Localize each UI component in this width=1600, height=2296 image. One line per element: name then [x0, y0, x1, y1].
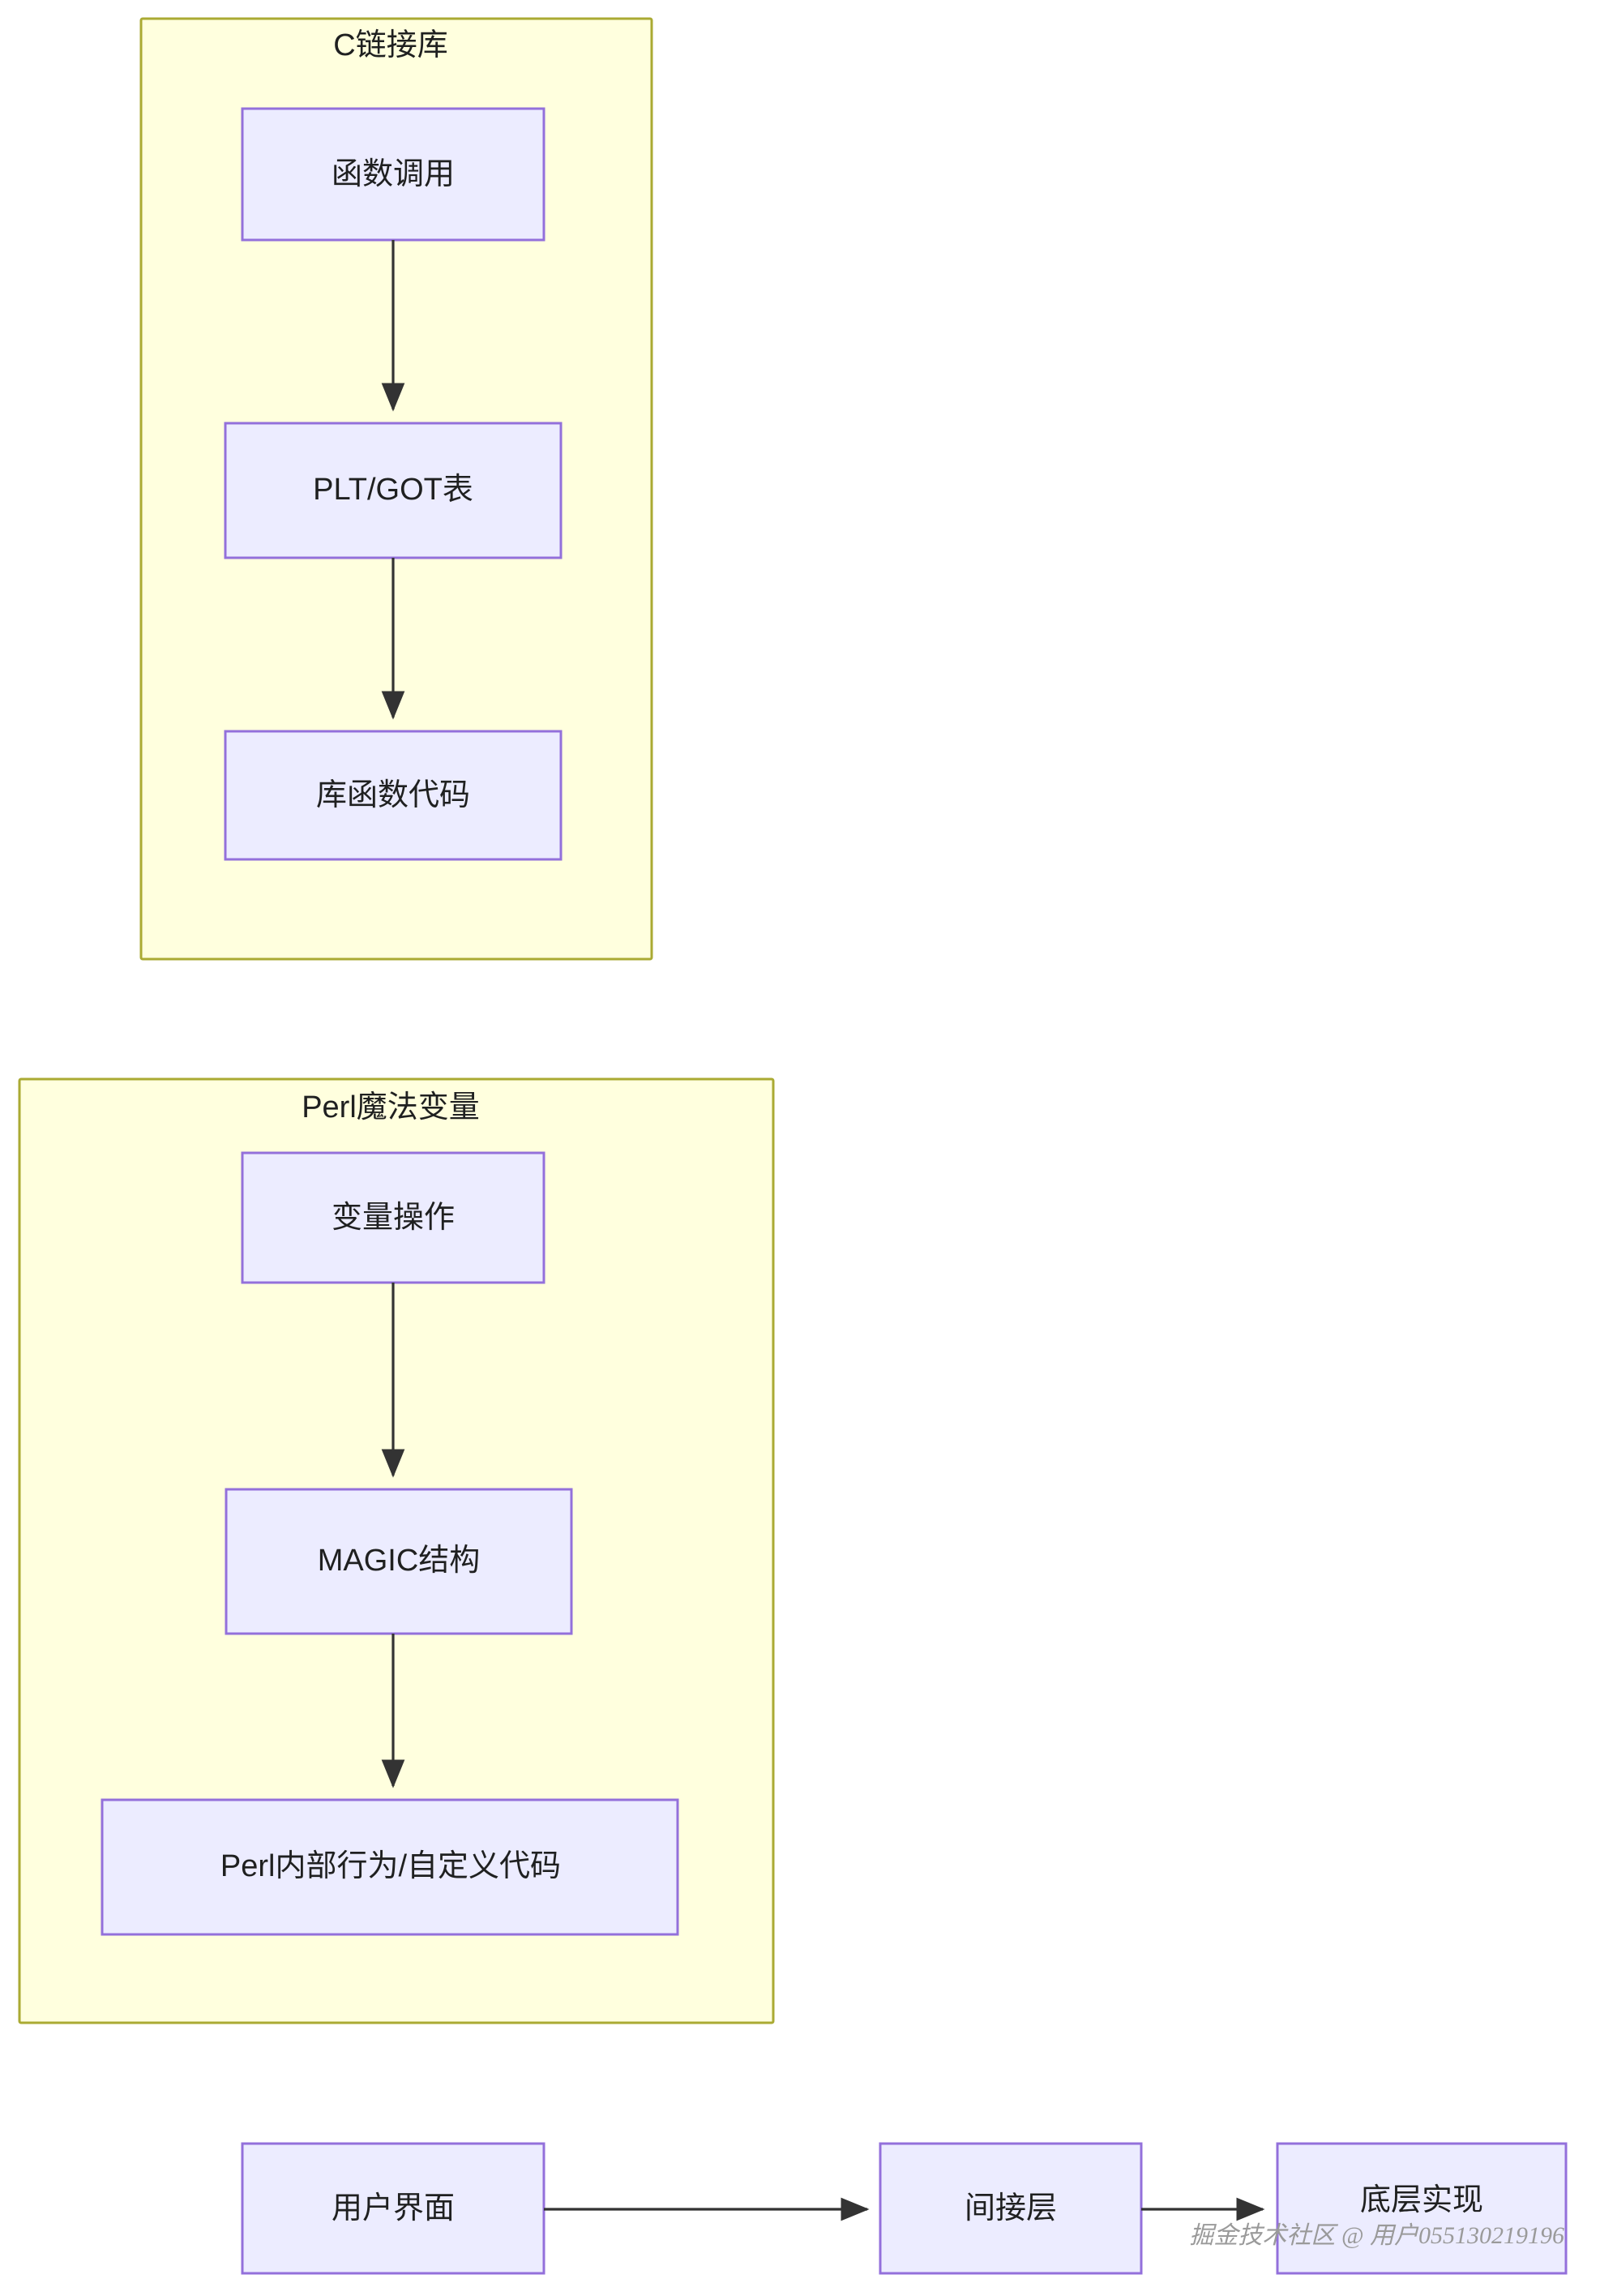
node-underlying-implementation[interactable]: 底层实现: [1276, 2142, 1568, 2275]
node-function-call-label: 函数调用: [332, 157, 455, 191]
node-user-interface[interactable]: 用户界面: [241, 2142, 545, 2275]
node-underlying-implementation-box[interactable]: [1276, 2142, 1568, 2275]
node-indirection-layer[interactable]: 间接层: [879, 2142, 1143, 2275]
cluster-c-link-library: C链接库 函数调用 PLT/GOT表 库函数代码: [139, 17, 653, 961]
node-user-interface-box[interactable]: [241, 2142, 545, 2275]
node-variable-operation[interactable]: 变量操作: [241, 1151, 545, 1284]
cluster-c-link-library-title: C链接库: [333, 28, 447, 62]
node-library-function-code[interactable]: 库函数代码: [224, 730, 563, 861]
node-perl-internal-behavior-box[interactable]: [101, 1798, 679, 1936]
node-variable-operation-label: 变量操作: [332, 1201, 455, 1235]
cluster-perl-magic-variable-title: Perl魔法变量: [302, 1090, 480, 1124]
node-magic-struct-label: MAGIC结构: [318, 1544, 481, 1578]
node-perl-internal-behavior-label: Perl内部行为/自定义代码: [220, 1849, 561, 1883]
node-perl-internal-behavior[interactable]: Perl内部行为/自定义代码: [101, 1798, 679, 1936]
cluster-perl-magic-variable: Perl魔法变量 变量操作 MAGIC结构 Perl内部行为/自定义代码: [18, 1077, 775, 2024]
node-function-call-box[interactable]: [241, 107, 545, 242]
node-plt-got-table-label: PLT/GOT表: [313, 473, 473, 507]
node-magic-struct[interactable]: MAGIC结构: [225, 1488, 573, 1635]
node-user-interface-label: 用户界面: [332, 2191, 455, 2225]
bottom-chain: 用户界面 间接层 底层实现: [241, 2142, 1568, 2275]
watermark-label: 掘金技术社区 @ 用户055130219196: [1189, 2222, 1564, 2249]
node-function-call[interactable]: 函数调用: [241, 107, 545, 242]
node-plt-got-table[interactable]: PLT/GOT表: [224, 422, 563, 559]
node-underlying-implementation-label: 底层实现: [1360, 2183, 1483, 2217]
node-magic-struct-box[interactable]: [225, 1488, 573, 1635]
node-indirection-layer-label: 间接层: [965, 2191, 1057, 2225]
node-library-function-code-box[interactable]: [224, 730, 563, 861]
node-library-function-code-label: 库函数代码: [316, 778, 470, 812]
node-variable-operation-box[interactable]: [241, 1151, 545, 1284]
